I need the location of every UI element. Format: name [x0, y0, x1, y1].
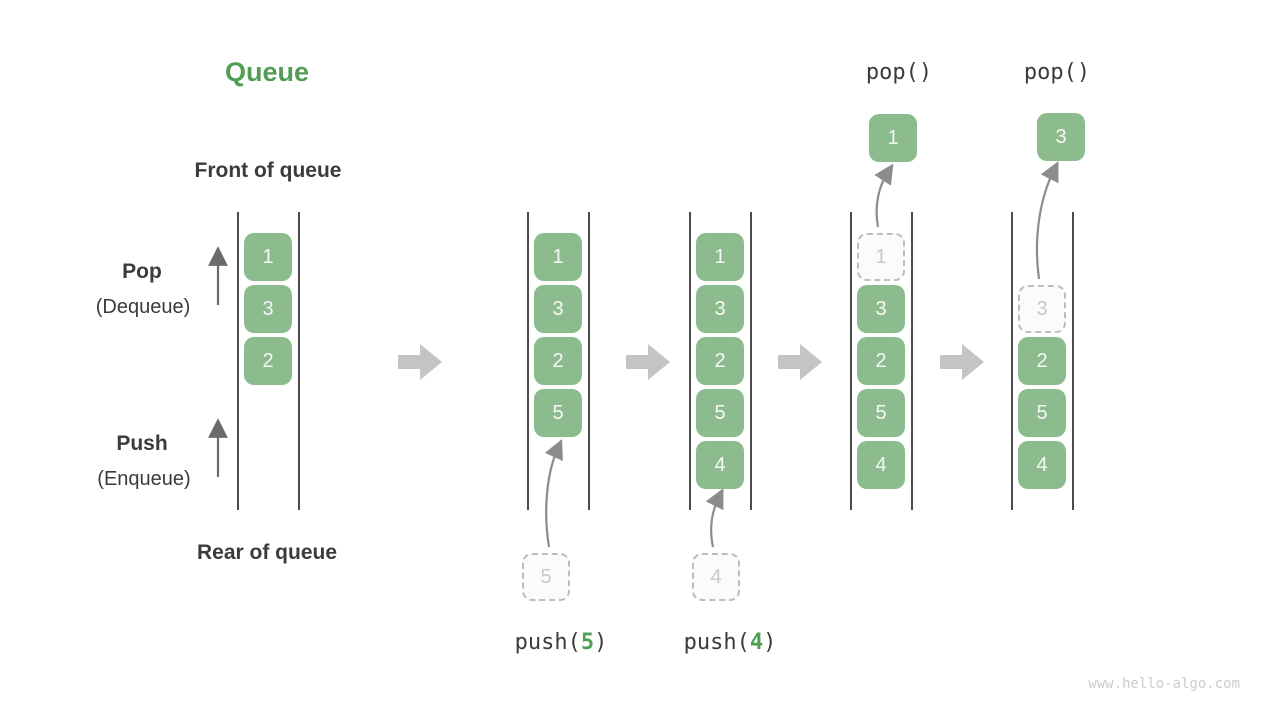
- incoming-item-ghost: 4: [692, 553, 740, 601]
- op-text: push(: [683, 630, 750, 655]
- front-of-queue-label: Front of queue: [194, 159, 342, 182]
- queue-rail-left: [850, 212, 852, 510]
- queue-item: 4: [1018, 441, 1066, 489]
- dequeue-label: (Dequeue): [95, 296, 191, 318]
- queue-item: 2: [857, 337, 905, 385]
- queue-item: 4: [696, 441, 744, 489]
- queue-rail-right: [588, 212, 590, 510]
- queue-item: 3: [244, 285, 292, 333]
- queue-rail-right: [1072, 212, 1074, 510]
- step-arrow-icon: [778, 344, 822, 380]
- enqueue-label: (Enqueue): [97, 468, 191, 490]
- popped-item: 1: [869, 114, 917, 162]
- op-text: ): [594, 630, 608, 655]
- rear-of-queue-label: Rear of queue: [196, 541, 338, 564]
- watermark: www.hello-algo.com: [1088, 676, 1240, 692]
- push-label: Push: [116, 432, 168, 455]
- step-arrow-icon: [398, 344, 442, 380]
- queue-item: 3: [534, 285, 582, 333]
- incoming-item-ghost: 5: [522, 553, 570, 601]
- queue-rail-left: [237, 212, 239, 510]
- op-arg: 5: [580, 630, 595, 655]
- queue-item: 2: [244, 337, 292, 385]
- queue-item: 3: [696, 285, 744, 333]
- queue-rail-left: [689, 212, 691, 510]
- push-4-arrow-icon: [705, 488, 724, 548]
- removed-item-ghost: 3: [1018, 285, 1066, 333]
- pop-op-label: pop(): [1023, 60, 1091, 85]
- queue-rail-right: [750, 212, 752, 510]
- queue-rail-right: [911, 212, 913, 510]
- queue-item: 1: [696, 233, 744, 281]
- queue-item: 1: [534, 233, 582, 281]
- queue-rail-left: [527, 212, 529, 510]
- pop-1-arrow-icon: [874, 163, 894, 228]
- queue-item: 5: [696, 389, 744, 437]
- pop-label: Pop: [122, 260, 162, 283]
- queue-item: 3: [857, 285, 905, 333]
- diagram-title: Queue: [224, 57, 310, 87]
- queue-item: 2: [1018, 337, 1066, 385]
- queue-rail-right: [298, 212, 300, 510]
- queue-item: 1: [244, 233, 292, 281]
- op-text: ): [763, 630, 777, 655]
- queue-rail-left: [1011, 212, 1013, 510]
- queue-item: 5: [1018, 389, 1066, 437]
- queue-item: 2: [534, 337, 582, 385]
- queue-item: 5: [857, 389, 905, 437]
- op-arg: 4: [749, 630, 764, 655]
- pop-3-arrow-icon: [1035, 161, 1059, 280]
- push-op-label: push(4): [650, 630, 810, 655]
- pop-op-label: pop(): [865, 60, 933, 85]
- step-arrow-icon: [940, 344, 984, 380]
- queue-item: 2: [696, 337, 744, 385]
- removed-item-ghost: 1: [857, 233, 905, 281]
- queue-item: 4: [857, 441, 905, 489]
- popped-item: 3: [1037, 113, 1085, 161]
- push-op-label: push(5): [481, 630, 641, 655]
- queue-item: 5: [534, 389, 582, 437]
- push-5-arrow-icon: [544, 438, 563, 548]
- op-text: push(: [514, 630, 581, 655]
- step-arrow-icon: [626, 344, 670, 380]
